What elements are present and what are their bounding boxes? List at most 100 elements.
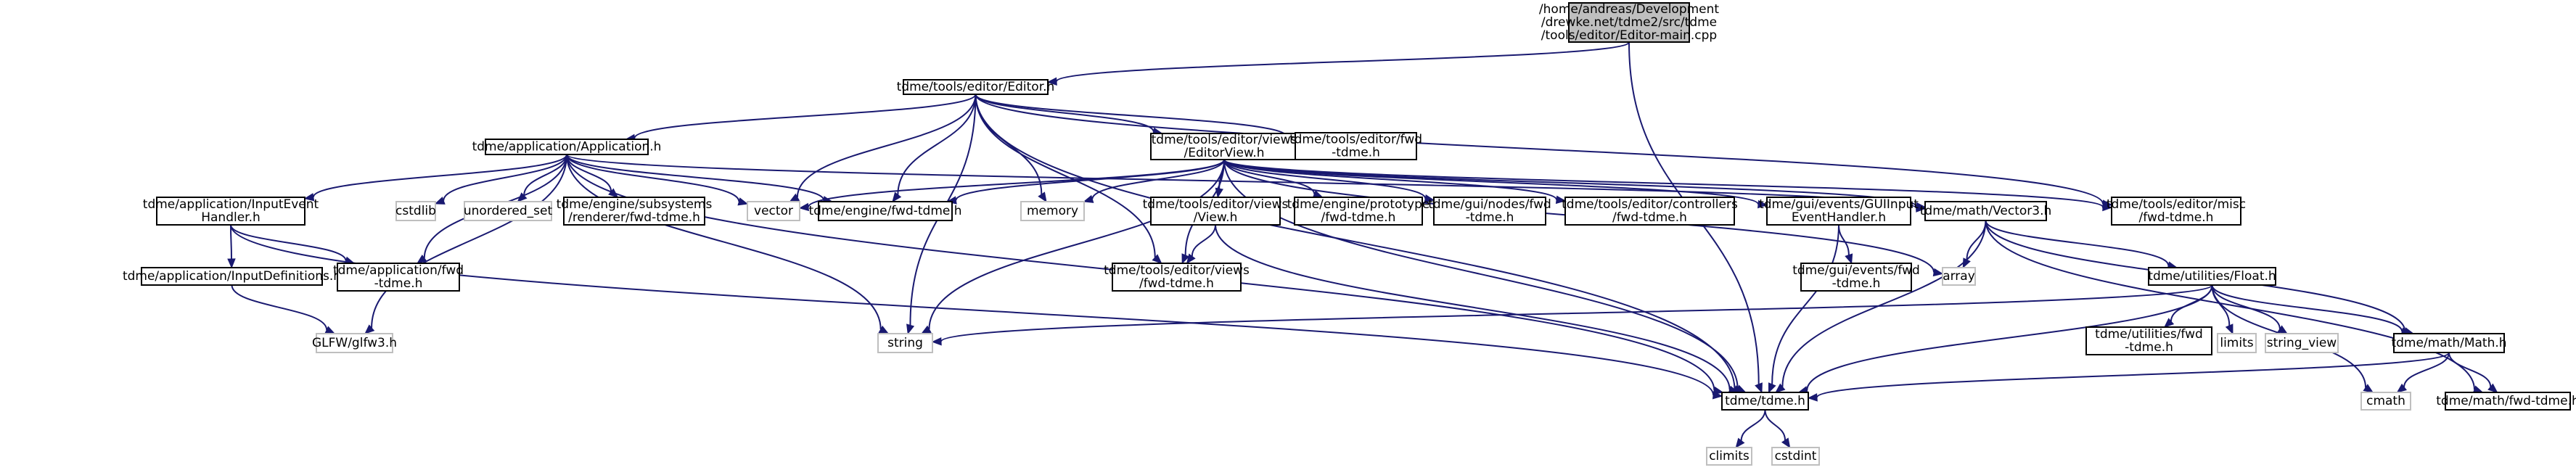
node-label-line: tdme/tools/editor/views [1143, 197, 1289, 212]
node-label-line: string [887, 336, 923, 350]
edge-app_h-to-string [566, 154, 890, 334]
node-string: string [877, 333, 933, 353]
node-box [1150, 197, 1281, 226]
edge-arrowhead [906, 323, 915, 335]
edge-float_h-to-string [931, 284, 2213, 346]
node-box [2393, 333, 2505, 353]
node-controllers-fwd[interactable]: tdme/tools/editor/controllers/fwd-tdme.h [1562, 197, 1738, 226]
edge-arrowhead [1768, 382, 1776, 394]
node-inputdefs-h[interactable]: tdme/application/InputDefinitions.h [123, 267, 341, 286]
edge-line [1966, 220, 1987, 260]
node-utilities-fwd[interactable]: tdme/utilities/fwd-tdme.h [2085, 326, 2212, 355]
node-vector3-h[interactable]: tdme/math/Vector3.h [1920, 201, 2052, 221]
node-limits: limits [2217, 333, 2257, 353]
node-array: array [1942, 267, 1976, 286]
edge-arrowhead [1845, 253, 1853, 265]
edge-layer [227, 41, 2498, 449]
node-label-line: GLFW/glfw3.h [312, 336, 397, 350]
node-events-fwd[interactable]: tdme/gui/events/fwd-tdme.h [1792, 263, 1920, 292]
node-editor-fwd[interactable]: tdme/tools/editor/fwd-tdme.h [1289, 132, 1422, 160]
edge-arrowhead [1916, 202, 1927, 211]
edge-arrowhead [1152, 254, 1162, 264]
node-label-line: /fwd-tdme.h [1139, 276, 1214, 291]
node-box [464, 201, 552, 221]
edge-line [975, 94, 1288, 137]
node-label-line: tdme/math/Math.h [2391, 336, 2506, 350]
edge-arrowhead [417, 254, 427, 264]
edge-line [1985, 220, 2475, 390]
edge-arrowhead [1775, 383, 1786, 393]
edge-arrowhead [1181, 253, 1190, 265]
node-app-fwd[interactable]: tdme/application/fwd-tdme.h [333, 263, 464, 292]
node-label-line: vector [754, 204, 793, 218]
node-box [2111, 197, 2241, 226]
edge-editorview_h-to-guinodes_fwd [1223, 159, 1435, 203]
node-label-line: tdme/tools/editor/misc [2107, 197, 2246, 212]
node-editor-h[interactable]: tdme/tools/editor/Editor.h [897, 79, 1055, 95]
node-label-line: cstdint [1775, 449, 1817, 463]
node-label-line: /EditorView.h [1184, 146, 1265, 160]
node-box [1020, 201, 1085, 221]
edge-arrowhead [931, 337, 942, 346]
edge-arrowhead [2396, 383, 2407, 393]
edge-line [230, 224, 1715, 395]
edge-line [1191, 224, 1216, 257]
node-box [1706, 447, 1752, 466]
node-float-h[interactable]: tdme/utilities/Float.h [2148, 267, 2276, 286]
node-views-fwd[interactable]: tdme/tools/editor/views/fwd-tdme.h [1104, 263, 1250, 292]
node-box [818, 201, 953, 221]
node-cstdlib: cstdlib [395, 201, 436, 221]
edge-line [230, 224, 347, 261]
node-label-line: tdme/gui/nodes/fwd [1428, 197, 1551, 212]
edge-arrowhead [2487, 383, 2498, 393]
node-box [877, 333, 933, 353]
node-cmath: cmath [2360, 392, 2411, 411]
edge-line [1223, 159, 1316, 194]
node-app-h[interactable]: tdme/application/Application.h [472, 139, 662, 155]
edge-line [1740, 409, 1766, 441]
edge-vector3_h-to-math_fwd [1985, 220, 2484, 394]
node-label-line: tdme/engine/subsystems [557, 197, 713, 212]
node-label-line: -tdme.h [1332, 146, 1380, 160]
edge-line [1215, 224, 1731, 390]
node-box [903, 79, 1049, 95]
edge-arrowhead [2102, 202, 2113, 212]
edge-line [1055, 41, 1630, 83]
node-tdme-h[interactable]: tdme/tdme.h [1721, 392, 1809, 411]
node-editorview-h[interactable]: tdme/tools/editor/views/EditorView.h [1150, 133, 1298, 160]
node-label-line: tdme/tdme.h [1725, 394, 1805, 408]
edge-line [1806, 284, 2213, 391]
node-misc-fwd[interactable]: tdme/tools/editor/misc/fwd-tdme.h [2107, 197, 2246, 226]
node-box [337, 263, 460, 292]
node-label-line: tdme/tools/editor/fwd [1289, 133, 1422, 147]
edge-arrowhead [1046, 77, 1057, 86]
node-view-h[interactable]: tdme/tools/editor/views/View.h [1143, 197, 1289, 226]
node-box [141, 267, 323, 286]
node-math-h[interactable]: tdme/math/Math.h [2391, 333, 2507, 353]
node-box [1924, 201, 2047, 221]
node-label-line: tdme/gui/events/fwd [1792, 263, 1920, 278]
edge-view_h-to-views_fwd [1186, 224, 1216, 265]
node-label-line: Handler.h [201, 210, 261, 225]
node-guinodes-fwd[interactable]: tdme/gui/nodes/fwd-tdme.h [1428, 197, 1551, 226]
node-renderer-fwd[interactable]: tdme/engine/subsystems/renderer/fwd-tdme… [557, 197, 713, 226]
node-math-fwd[interactable]: tdme/math/fwd-tdme.h [2436, 392, 2576, 411]
edge-guiinput_h-to-tdme_h [1768, 224, 1839, 394]
node-root[interactable]: /home/andreas/Development/drewke.net/tdm… [1539, 2, 1719, 43]
node-label-line: -tdme.h [2125, 340, 2173, 355]
edge-editor_h-to-editorview_h [975, 94, 1163, 136]
node-box [395, 201, 436, 221]
node-box [1942, 267, 1976, 286]
node-box [1112, 263, 1242, 292]
edge-editor_h-to-views_fwd [975, 94, 1162, 264]
edge-app_h-to-glfw [364, 154, 567, 334]
node-prototype-fwd[interactable]: tdme/engine/prototype/fwd-tdme.h [1287, 197, 1430, 226]
edge-arrowhead [1186, 253, 1196, 265]
node-engine-fwd[interactable]: tdme/engine/fwd-tdme.h [808, 201, 962, 221]
node-label-line: limits [2220, 336, 2253, 350]
node-box [2148, 267, 2276, 286]
edge-line [975, 94, 1736, 389]
